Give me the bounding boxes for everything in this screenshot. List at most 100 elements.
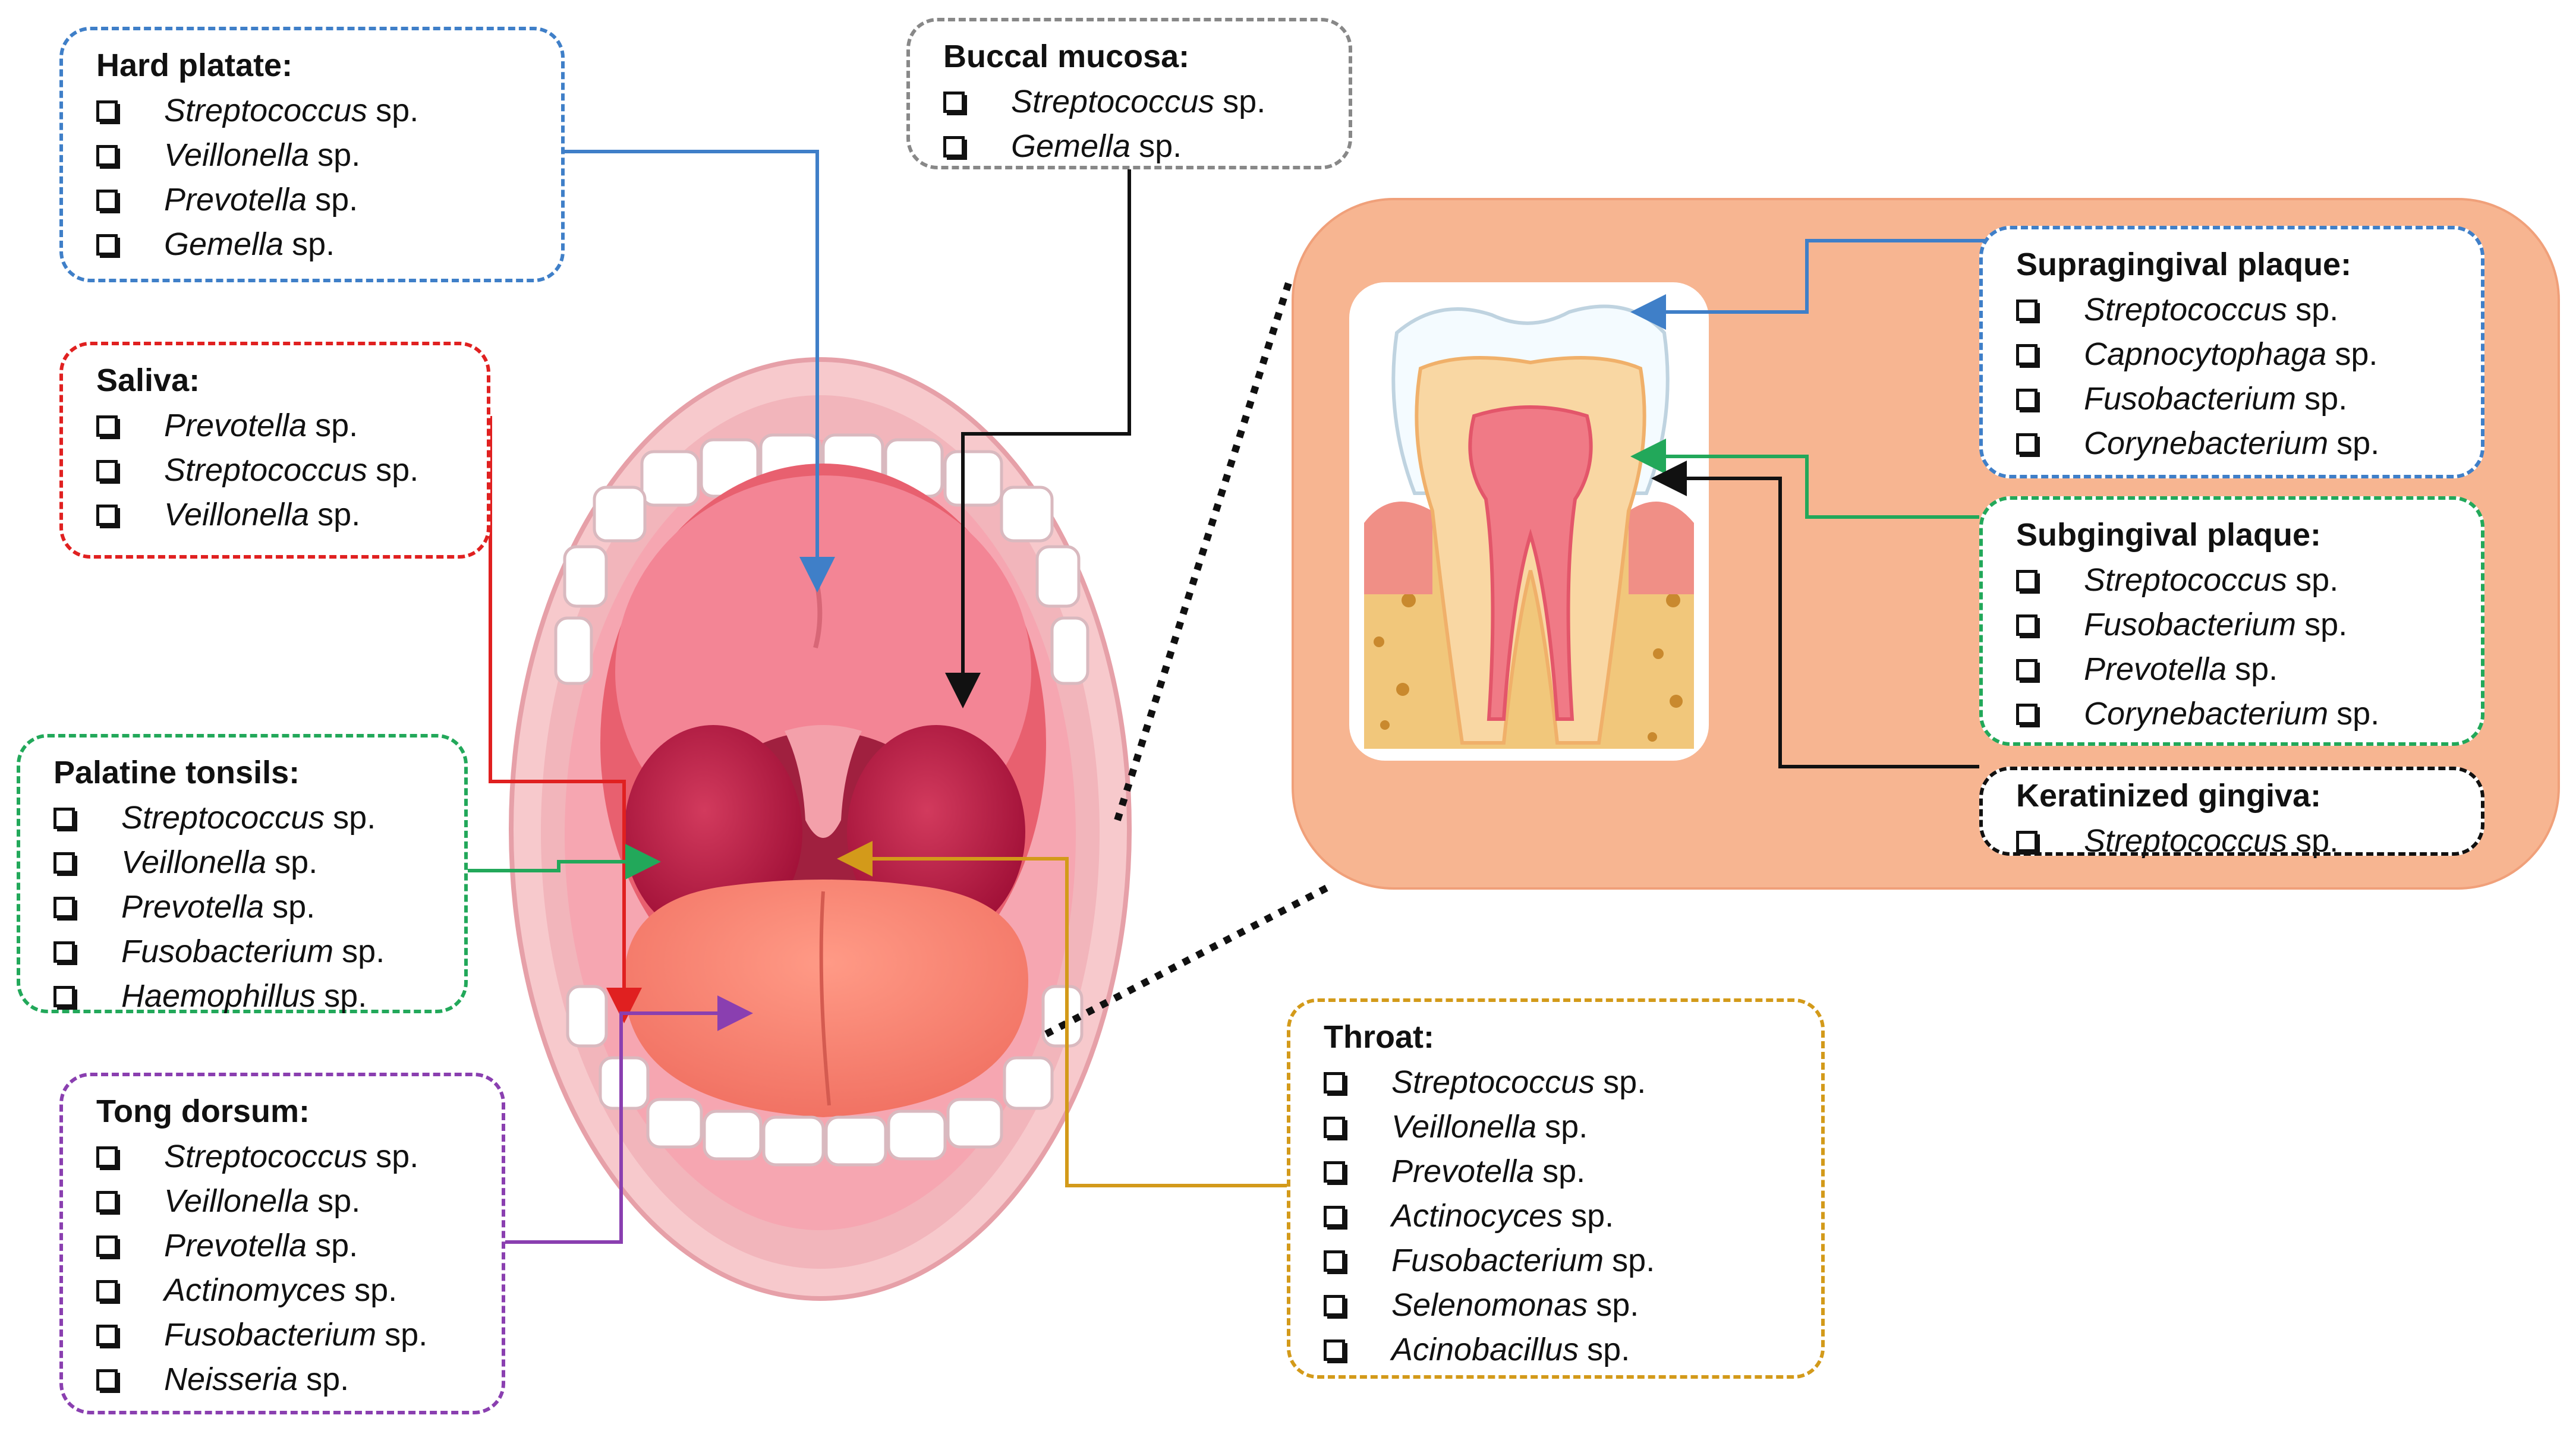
species-abbrev: sp. [1223, 84, 1266, 119]
checkbox-icon [53, 852, 75, 874]
species-abbrev: sp. [292, 226, 335, 262]
checkbox-icon [1324, 1116, 1345, 1138]
genus-name: Gemella [164, 226, 284, 262]
species-abbrev: sp. [376, 93, 419, 128]
species-abbrev: sp. [1587, 1332, 1630, 1367]
checkbox-icon [96, 189, 118, 211]
species-abbrev: sp. [324, 978, 367, 1014]
buccal-connector [945, 169, 1131, 708]
checkbox-icon [1324, 1294, 1345, 1316]
species-abbrev: sp. [2335, 336, 2378, 372]
species-abbrev: sp. [2304, 607, 2348, 642]
gingiva-title: Keratinized gingiva: [2016, 778, 2322, 814]
genus-name: Streptococcus [164, 1139, 368, 1174]
genus-name: Veillonella [121, 844, 267, 880]
checkbox-icon [943, 135, 965, 157]
checkbox-icon [96, 1324, 118, 1346]
tooth-cross-section [1349, 282, 1709, 761]
supragingival-connector [1630, 239, 1988, 330]
checkbox-icon [2016, 343, 2038, 365]
species-abbrev: sp. [1596, 1287, 1639, 1323]
genus-name: Neisseria [164, 1361, 298, 1397]
genus-name: Streptococcus [1391, 1064, 1595, 1100]
checkbox-icon [2016, 614, 2038, 636]
checkbox-icon [96, 1146, 118, 1168]
genus-name: Prevotella [164, 1228, 307, 1263]
checkbox-icon [2016, 658, 2038, 680]
species-abbrev: sp. [315, 408, 358, 443]
genus-name: Veillonella [164, 137, 310, 173]
species-abbrev: sp. [1612, 1243, 1655, 1278]
genus-name: Fusobacterium [121, 934, 334, 969]
checkbox-icon [53, 985, 75, 1007]
saliva-connector [489, 416, 642, 1023]
genus-name: Fusobacterium [1391, 1243, 1604, 1278]
species-abbrev: sp. [2336, 696, 2380, 732]
species-abbrev: sp. [376, 1139, 419, 1174]
throat-title: Throat: [1324, 1019, 1434, 1055]
genus-name: Capnocytophaga [2084, 336, 2327, 372]
tongue-connector [505, 995, 753, 1244]
species-abbrev: sp. [354, 1272, 398, 1308]
genus-name: Corynebacterium [2084, 696, 2329, 732]
lower-teeth [566, 985, 1084, 1167]
buccal-title: Buccal mucosa: [943, 39, 1190, 74]
checkbox-icon [96, 144, 118, 166]
genus-name: Fusobacterium [164, 1317, 377, 1353]
uvula [785, 725, 862, 838]
species-abbrev: sp. [275, 844, 318, 880]
genus-name: Fusobacterium [2084, 381, 2297, 417]
species-abbrev: sp. [376, 452, 419, 488]
zoom-line-upper [1114, 278, 1293, 821]
genus-name: Prevotella [2084, 651, 2227, 687]
genus-name: Streptococcus [164, 93, 368, 128]
genus-name: Streptococcus [2084, 562, 2288, 598]
species-abbrev: sp. [1571, 1198, 1614, 1234]
genus-name: Streptococcus [164, 452, 368, 488]
checkbox-icon [2016, 299, 2038, 321]
open-mouth-illustration [509, 357, 1132, 1301]
tongue [624, 880, 1028, 1117]
genus-name: Actinocyces [1391, 1198, 1563, 1234]
zoom-line-lower [1044, 882, 1333, 1038]
genus-name: Streptococcus [2084, 292, 2288, 327]
species-abbrev: sp. [272, 889, 316, 925]
checkbox-icon [1324, 1071, 1345, 1093]
checkbox-icon [1324, 1250, 1345, 1272]
species-abbrev: sp. [317, 137, 361, 173]
checkbox-icon [96, 1235, 118, 1257]
genus-name: Fusobacterium [2084, 607, 2297, 642]
checkbox-icon [2016, 388, 2038, 410]
checkbox-icon [96, 1279, 118, 1301]
checkbox-icon [96, 415, 118, 437]
genus-name: Prevotella [164, 408, 307, 443]
